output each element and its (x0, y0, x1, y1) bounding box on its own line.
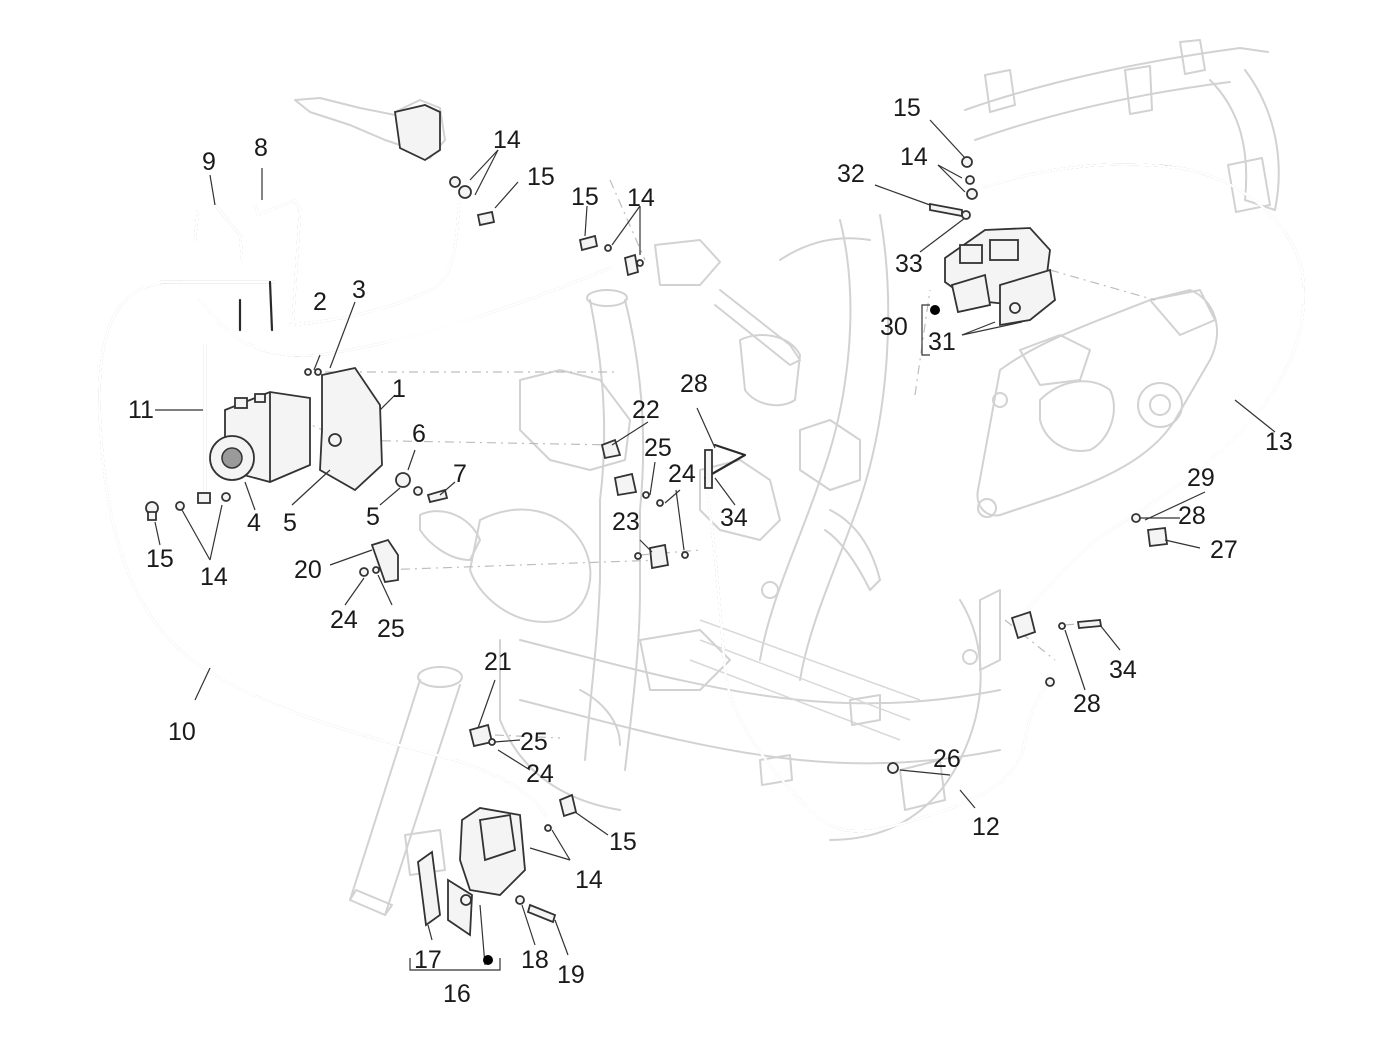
callout-7: 7 (453, 460, 467, 488)
callout-15: 15 (571, 183, 599, 211)
scooter-frame-outline (294, 39, 1280, 916)
callout-24: 24 (668, 460, 696, 488)
callout-24: 24 (330, 606, 358, 634)
callout-3: 3 (352, 276, 366, 304)
callout-23: 23 (612, 508, 640, 536)
callout-14: 14 (493, 126, 521, 154)
callout-15: 15 (146, 545, 174, 573)
callout-34: 34 (1109, 656, 1137, 684)
rear-brake-caliper (944, 227, 1056, 327)
callout-10: 10 (168, 718, 196, 746)
callout-8: 8 (254, 134, 268, 162)
callout-4: 4 (247, 509, 261, 537)
callout-14: 14 (627, 184, 655, 212)
callout-11: 11 (128, 396, 154, 424)
pipe-8 (253, 198, 302, 322)
front-master-cylinder (393, 104, 441, 162)
callout-24: 24 (526, 760, 554, 788)
callout-20: 20 (294, 556, 322, 584)
front-brake-caliper (417, 807, 526, 937)
callout-labels: 1 2 3 4 5 5 6 7 8 9 10 11 12 13 14 14 14… (128, 94, 1293, 1008)
callout-13: 13 (1265, 428, 1293, 456)
assembly-dot-16 (483, 955, 493, 965)
callout-15: 15 (527, 163, 555, 191)
pipe-9 (193, 203, 244, 260)
callout-17: 17 (414, 946, 442, 974)
callout-34: 34 (720, 504, 748, 532)
callout-14: 14 (575, 866, 603, 894)
callout-14: 14 (200, 563, 228, 591)
callout-31: 31 (928, 328, 956, 356)
hose-to-master-cylinder (198, 266, 612, 357)
callout-19: 19 (557, 961, 585, 989)
abs-modulator-unit (209, 391, 311, 483)
callout-6: 6 (412, 420, 426, 448)
hose-upper-handlebar (288, 198, 462, 327)
callout-30: 30 (880, 313, 908, 341)
callout-5: 5 (366, 503, 380, 531)
callout-15: 15 (893, 94, 921, 122)
callout-2: 2 (313, 288, 327, 316)
alignment-lines (299, 179, 1156, 739)
callout-15: 15 (609, 828, 637, 856)
callout-25: 25 (377, 615, 405, 643)
brake-hoses (98, 163, 1306, 833)
hose-12 (703, 476, 1057, 833)
callout-18: 18 (521, 946, 549, 974)
hose-link-34 (703, 443, 747, 480)
fittings (145, 156, 1169, 924)
abs-bracket (319, 366, 383, 492)
abs-pipe-cluster (158, 280, 277, 332)
callout-22: 22 (632, 396, 660, 424)
callout-21: 21 (484, 648, 512, 676)
hose-10 (98, 280, 547, 817)
hose-13 (983, 163, 1306, 614)
callout-33: 33 (895, 250, 923, 278)
callout-14: 14 (900, 143, 928, 171)
callout-1: 1 (392, 375, 406, 403)
leader-lines (154, 119, 1276, 971)
callout-25: 25 (644, 434, 672, 462)
callout-32: 32 (837, 160, 865, 188)
callout-26: 26 (933, 745, 961, 773)
callout-27: 27 (1210, 536, 1238, 564)
callout-5: 5 (283, 509, 297, 537)
callout-28: 28 (1178, 502, 1206, 530)
callout-25: 25 (520, 728, 548, 756)
callout-9: 9 (202, 148, 216, 176)
callout-28: 28 (680, 370, 708, 398)
assembly-dot-30 (930, 305, 940, 315)
callout-16: 16 (443, 980, 471, 1008)
callout-28: 28 (1073, 690, 1101, 718)
callout-29: 29 (1187, 464, 1215, 492)
callout-12: 12 (972, 813, 1000, 841)
